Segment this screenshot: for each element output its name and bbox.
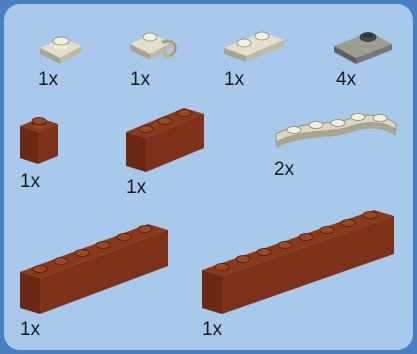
brown-brick-1x1-icon [18,112,62,168]
part-quantity: 1x [224,70,244,89]
brown-brick-1x6-icon [18,218,170,316]
part-quantity: 1x [130,70,150,89]
brown-brick-1x8-icon [200,204,396,316]
part-quantity: 1x [38,70,58,89]
parts-list-panel: 1x 1x 1x 4x [4,4,413,350]
brown-brick-1x3-icon [124,102,206,174]
part-quantity: 1x [20,172,40,191]
part-quantity: 1x [202,320,222,339]
dark-gray-jumper-plate-icon [330,24,396,68]
part-quantity: 1x [20,320,40,339]
part-quantity: 2x [274,160,294,179]
tan-curved-plate-icon [272,108,400,156]
tan-plate-1x2-icon [220,24,288,66]
tan-plate-1x1-icon [36,32,86,66]
tan-plate-clip-icon [126,26,182,66]
part-quantity: 1x [126,178,146,197]
part-quantity: 4x [336,70,356,89]
